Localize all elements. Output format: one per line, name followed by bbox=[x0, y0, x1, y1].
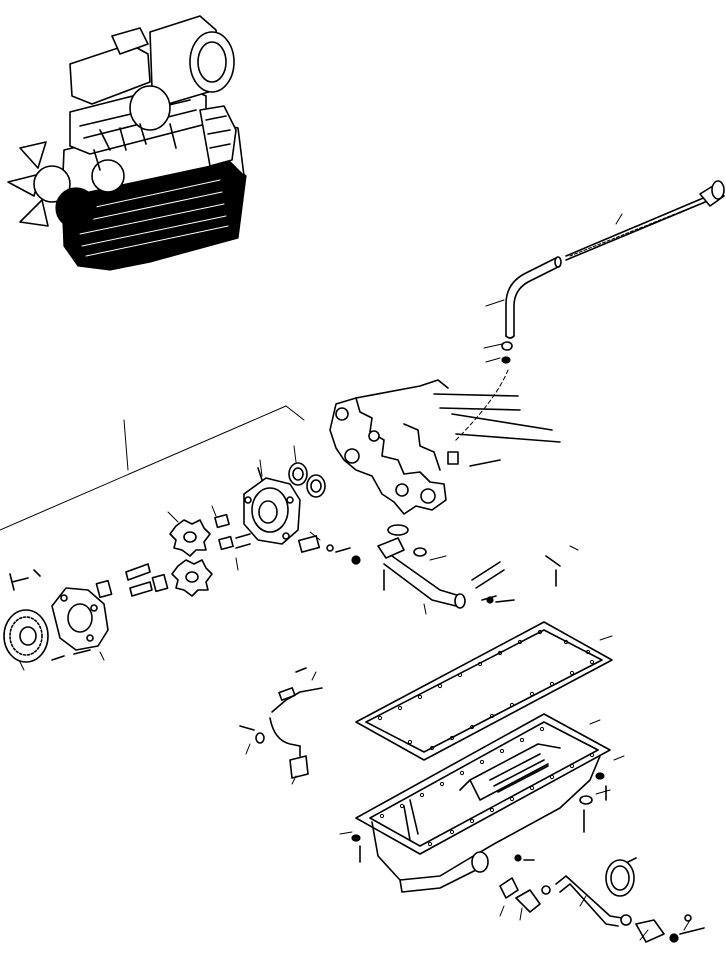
dipstick bbox=[565, 180, 725, 261]
engine-overview-inset bbox=[7, 15, 247, 271]
oil-level-sensor bbox=[239, 667, 323, 779]
oil-pump-body bbox=[214, 462, 361, 565]
oil-pan-gasket bbox=[355, 621, 613, 761]
assembly-bracket bbox=[0, 405, 305, 531]
drain-pipe-and-valve bbox=[499, 875, 705, 943]
dipstick-guide-tube bbox=[453, 256, 562, 443]
oil-pump-shafts bbox=[95, 563, 169, 599]
oil-strainer-pipe bbox=[377, 537, 561, 609]
oil-pan bbox=[351, 713, 611, 893]
oil-pump-drive-gear bbox=[3, 609, 49, 663]
oil-pump-rotor-gears bbox=[169, 519, 213, 597]
oil-pump-cover bbox=[9, 569, 109, 661]
hose-clamp bbox=[605, 857, 637, 897]
cylinder-block-outline bbox=[329, 379, 561, 536]
callout-leader-lines bbox=[19, 445, 691, 941]
